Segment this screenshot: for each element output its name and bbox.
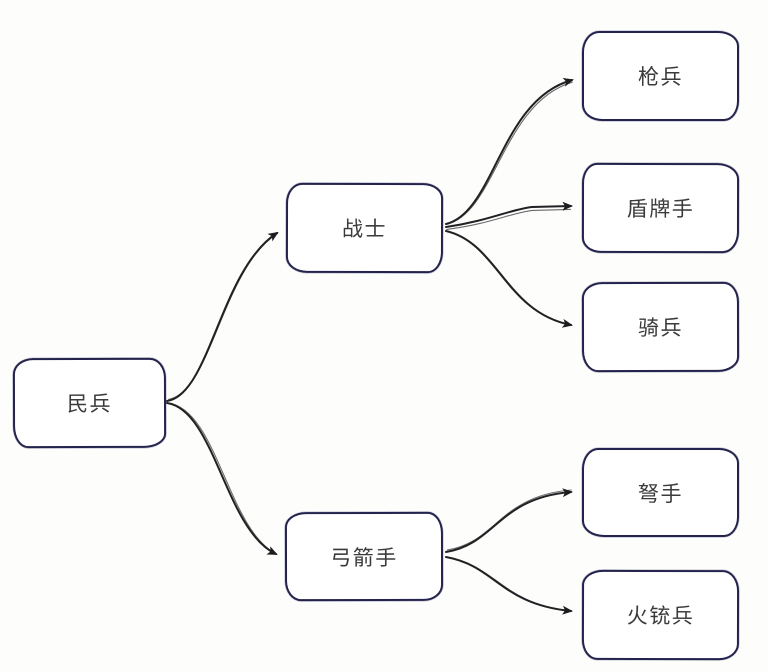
node-huochongbing[interactable]: 火铳兵 [581,569,740,661]
node-gongjianshou[interactable]: 弓箭手 [284,511,444,602]
node-dunpaishou[interactable]: 盾牌手 [581,162,740,254]
node-zhanshi-label: 战士 [341,217,388,242]
node-minbing[interactable]: 民兵 [12,357,167,449]
node-nushou-label: 弩手 [638,482,683,506]
node-qibing-label: 骑兵 [637,316,684,341]
node-nushou[interactable]: 弩手 [582,448,739,537]
node-minbing-label: 民兵 [66,392,113,417]
node-qibing[interactable]: 骑兵 [581,281,740,373]
node-huochongbing-label: 火铳兵 [626,604,695,629]
edge-zhanshi-to-dunpaishou[interactable] [445,201,573,230]
edge-zhanshi-to-qiangbing[interactable] [445,77,574,225]
node-qiangbing[interactable]: 枪兵 [582,31,739,121]
edge-gongjianshou-to-nushou[interactable] [445,488,573,553]
edge-gongjianshou-to-huochongbing[interactable] [445,556,573,615]
edge-zhanshi-to-qibing[interactable] [445,230,573,328]
node-gongjianshou-label: 弓箭手 [330,546,398,570]
node-zhanshi[interactable]: 战士 [285,182,444,274]
edge-minbing-to-zhanshi[interactable] [166,231,279,402]
node-dunpaishou-label: 盾牌手 [626,197,695,222]
edge-minbing-to-gongjianshou[interactable] [166,402,278,555]
node-qiangbing-label: 枪兵 [638,66,683,89]
